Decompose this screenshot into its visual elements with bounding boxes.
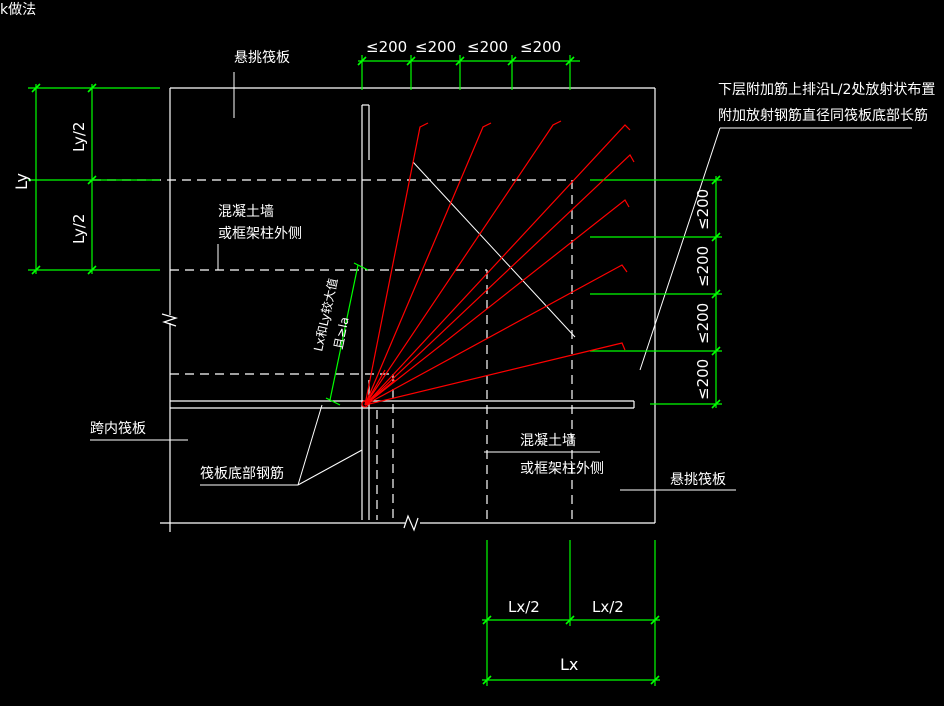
leader-lines (90, 72, 912, 491)
dim-lx: Lx (560, 655, 578, 674)
dim-right-spacing-3: ≤200 (694, 303, 712, 344)
dim-top-spacing-3: ≤200 (467, 38, 508, 56)
radial-rebar (364, 120, 562, 406)
label-wall-right-line1: 混凝土墙 (520, 433, 576, 449)
wall-horizontal-strip (170, 400, 635, 409)
label-bottom-rebar: 筏板底部钢筋 (200, 465, 284, 482)
label-anchor-line2: 且≥la (331, 316, 352, 351)
radial-rebar (364, 154, 635, 406)
radial-rebar (364, 199, 630, 406)
label-cantilever-top: 悬挑筏板 (234, 49, 290, 66)
label-cantilever-right: 悬挑筏板 (670, 471, 726, 488)
header-text: k做法 (0, 2, 36, 18)
dimension-lines (28, 55, 722, 686)
dim-top-spacing-1: ≤200 (366, 38, 407, 56)
dim-lx-half-right: Lx/2 (592, 598, 624, 616)
raft-outline (160, 87, 656, 532)
label-wall-right-line2: 或框架柱外侧 (520, 461, 604, 477)
dim-top-spacing-4: ≤200 (520, 38, 561, 56)
dim-right-spacing-1: ≤200 (694, 189, 712, 230)
label-wall-top-line1: 混凝土墙 (218, 204, 274, 220)
dimension-ticks (31, 56, 721, 685)
dim-right-spacing-2: ≤200 (694, 246, 712, 287)
label-inner-raft: 跨内筏板 (90, 420, 146, 437)
dim-top-spacing-2: ≤200 (415, 38, 456, 56)
radial-rebar (364, 342, 626, 406)
label-wall-top-line2: 或框架柱外侧 (218, 226, 302, 242)
dim-lx-half-left: Lx/2 (508, 598, 540, 616)
dim-ly-half-lower: Ly/2 (70, 214, 88, 244)
radial-rebar (364, 264, 628, 406)
radial-rebar (364, 124, 631, 406)
radial-rebars (364, 120, 635, 406)
dim-right-spacing-4: ≤200 (694, 359, 712, 400)
dim-ly-half-upper: Ly/2 (70, 122, 88, 152)
dashed-lines (92, 179, 573, 520)
label-note-line1: 下层附加筋上排沿L/2处放射状布置 (718, 81, 935, 98)
label-note-line2: 附加放射钢筋直径同筏板底部长筋 (718, 107, 928, 124)
dim-ly: Ly (12, 173, 31, 190)
radial-rebar (364, 122, 429, 406)
radial-origin (361, 400, 369, 408)
wall-vertical-strip (361, 104, 370, 520)
radial-rebar (364, 122, 492, 406)
